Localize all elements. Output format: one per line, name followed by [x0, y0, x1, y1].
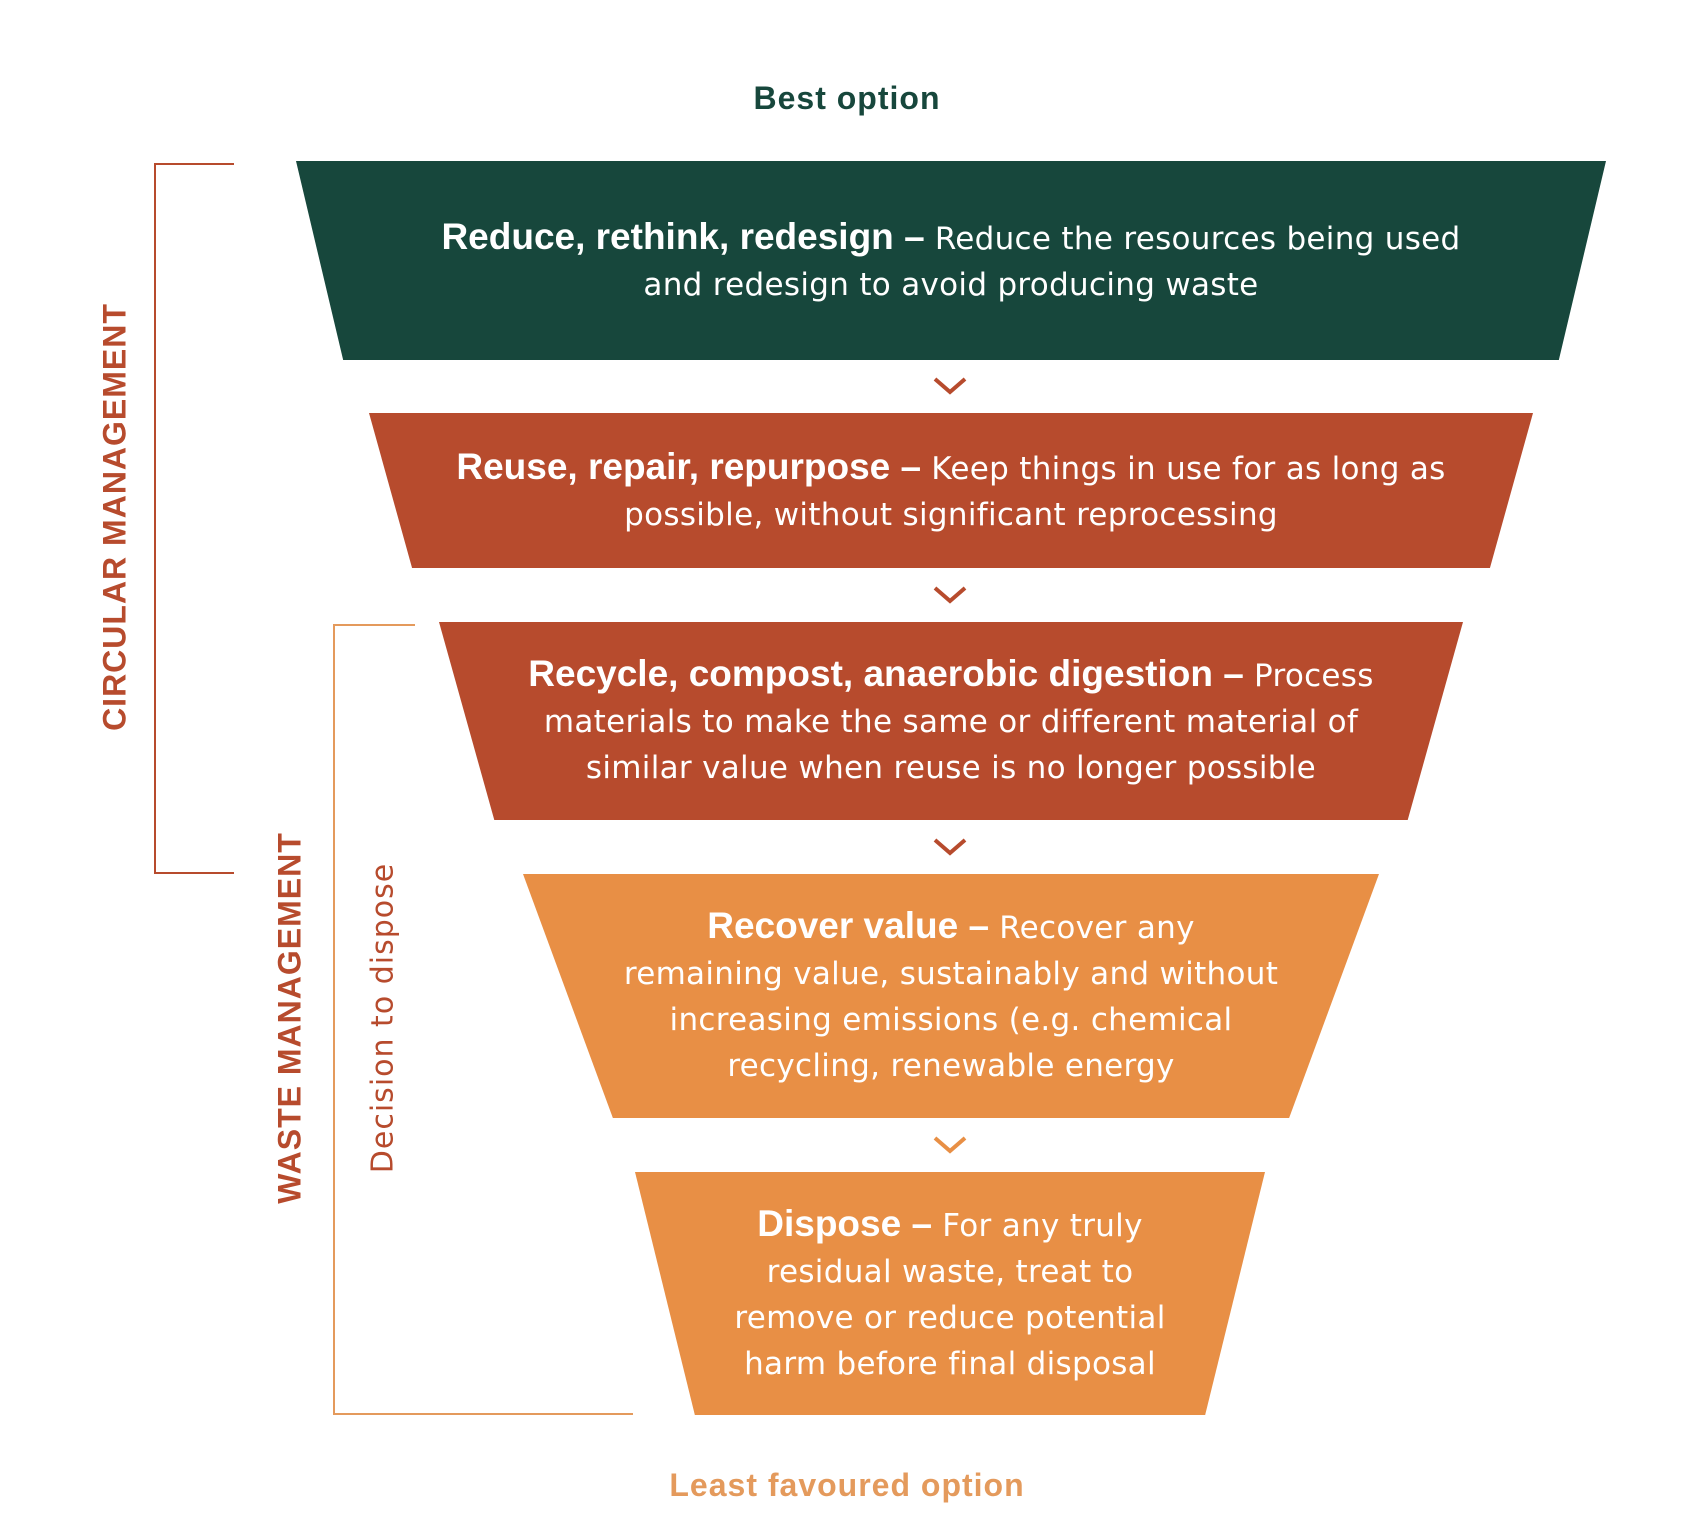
best-option-label: Best option [753, 80, 941, 116]
chevron-down-icon [933, 1136, 967, 1154]
waste-management-label: WASTE MANAGEMENT [271, 832, 308, 1204]
tier-reuse: Reuse, repair, repurpose – Keep things i… [369, 413, 1533, 568]
tier-recycle-text: Recycle, compost, anaerobic digestion – … [528, 653, 1374, 786]
tier-recover-text: Recover value – Recover any remaining va… [623, 905, 1279, 1084]
chevron-down-icon [933, 838, 967, 856]
least-favoured-label: Least favoured option [669, 1467, 1025, 1503]
tier-recycle: Recycle, compost, anaerobic digestion – … [439, 622, 1463, 820]
tier-dispose-text: Dispose – For any truly residual waste, … [734, 1202, 1166, 1382]
tier-dispose: Dispose – For any truly residual waste, … [635, 1172, 1265, 1415]
tier-reduce: Reduce, rethink, redesign – Reduce the r… [296, 161, 1606, 360]
tier-reuse-text: Reuse, repair, repurpose – Keep things i… [456, 445, 1446, 533]
chevron-down-icon [933, 586, 967, 604]
circular-management-bracket [154, 163, 234, 874]
tier-reduce-text: Reduce, rethink, redesign – Reduce the r… [441, 215, 1461, 303]
circular-management-label: CIRCULAR MANAGEMENT [96, 303, 133, 731]
chevron-down-icon [933, 377, 967, 395]
tier-recover: Recover value – Recover any remaining va… [523, 874, 1379, 1118]
decision-to-dispose-label: Decision to dispose [365, 862, 401, 1174]
